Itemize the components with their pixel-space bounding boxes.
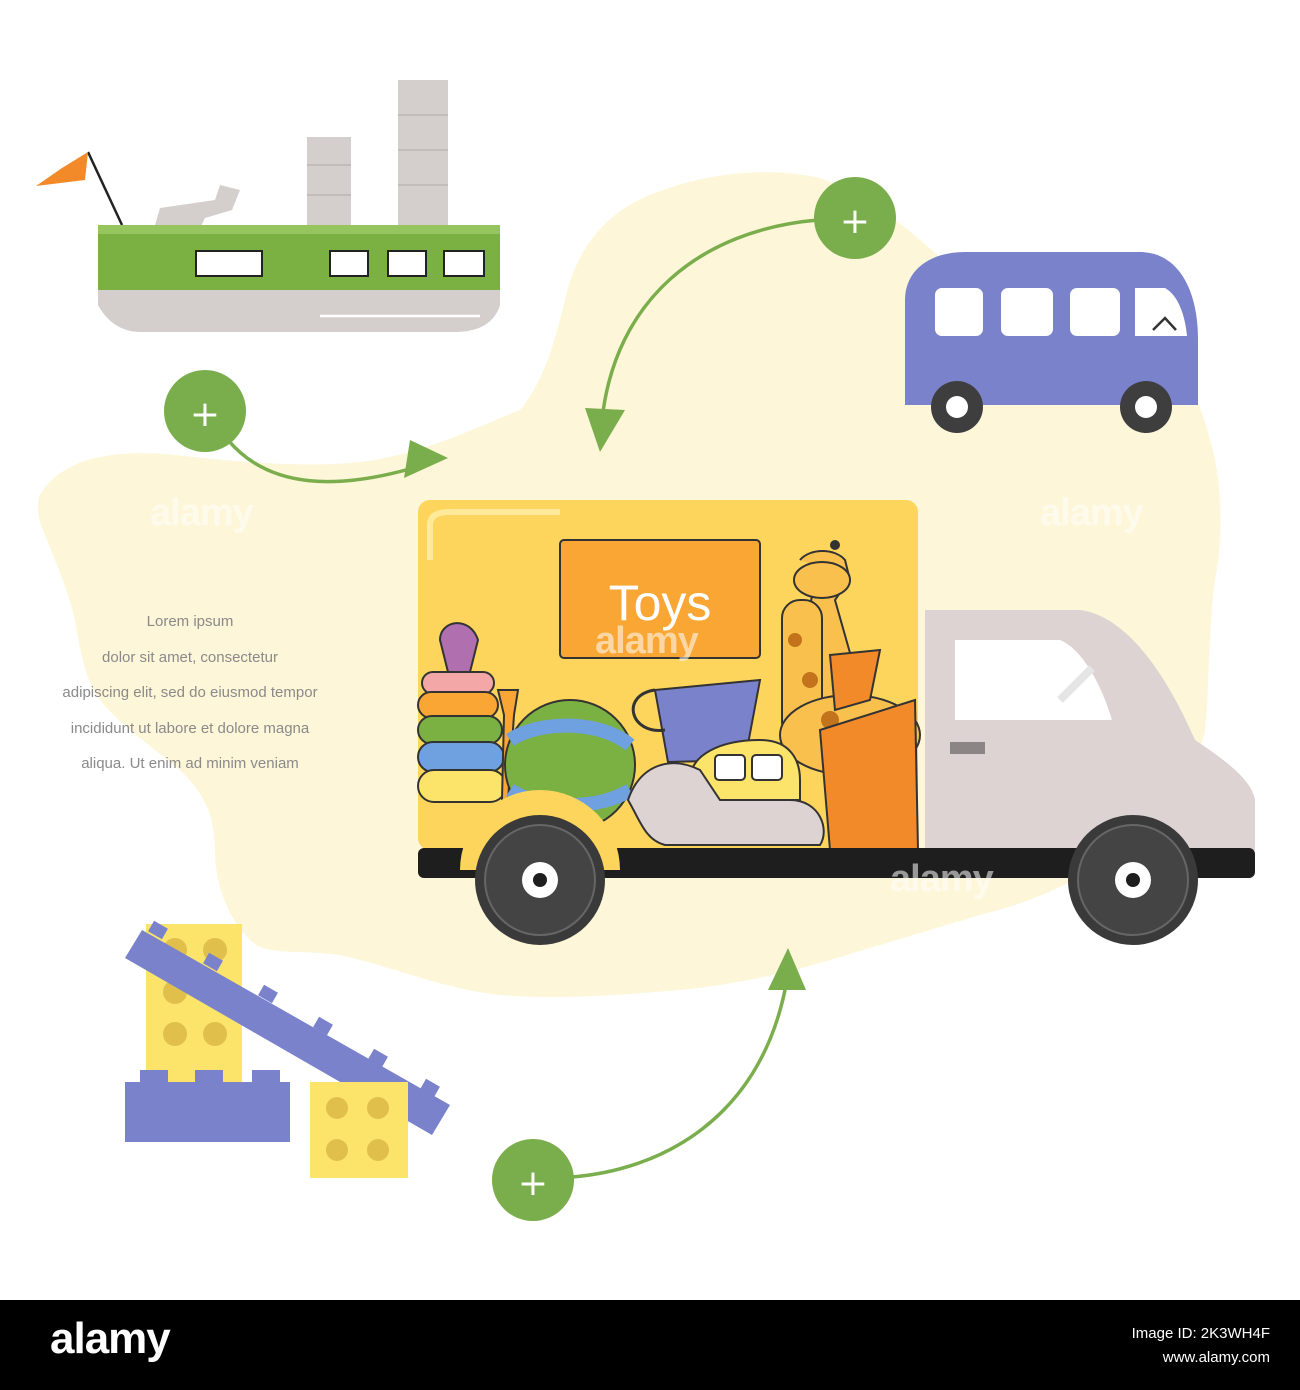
bus-icon	[905, 252, 1198, 433]
arrowhead-3	[768, 948, 806, 990]
watermark: alamy	[150, 492, 254, 534]
toy-delivery-illustration: Toys	[36, 80, 1255, 1221]
arrow-bus-to-truck	[600, 218, 819, 421]
plus-icon: + + +	[164, 177, 896, 1221]
site-url-text: www.alamy.com	[1162, 1349, 1270, 1366]
lorem-line: adipiscing elit, sed do eiusmod tempor	[62, 684, 318, 701]
alamy-logo: alamy	[50, 1314, 171, 1363]
watermark: alamy	[1040, 492, 1144, 534]
lorem-line: dolor sit amet, consectetur	[102, 648, 278, 666]
arrowhead-2	[585, 408, 625, 452]
ring-stacker-toy	[417, 622, 507, 803]
stock-footer-bar: alamy Image ID: 2K3WH4F www.alamy.com	[0, 1300, 1300, 1390]
lorem-line: Lorem ipsum	[146, 613, 234, 630]
lorem-line: aliqua. Ut enim ad minim veniam	[81, 755, 299, 772]
plus-label-3: +	[518, 1163, 548, 1204]
arrowhead-1	[404, 440, 448, 478]
image-id-text: Image ID: 2K3WH4F	[1131, 1325, 1270, 1342]
watermark: alamy	[890, 858, 994, 900]
lego-blocks-icon	[125, 920, 450, 1178]
plus-label-2: +	[840, 201, 870, 242]
lorem-line: incididunt ut labore et dolore magna	[70, 719, 310, 737]
arrow-lego-to-truck	[571, 984, 788, 1179]
arrow-icon	[226, 218, 819, 1179]
arrow-ship-to-truck	[226, 438, 421, 484]
footer-meta: Image ID: 2K3WH4F www.alamy.com	[1132, 1322, 1270, 1370]
plus-label-1: +	[190, 394, 220, 435]
truck-sign-label: Toys	[609, 575, 712, 631]
ship-icon	[36, 80, 500, 332]
lorem-ipsum-text: Lorem ipsum dolor sit amet, consectetur …	[40, 604, 340, 782]
watermark: alamy	[595, 620, 699, 662]
truck-icon: Toys	[417, 500, 1255, 945]
